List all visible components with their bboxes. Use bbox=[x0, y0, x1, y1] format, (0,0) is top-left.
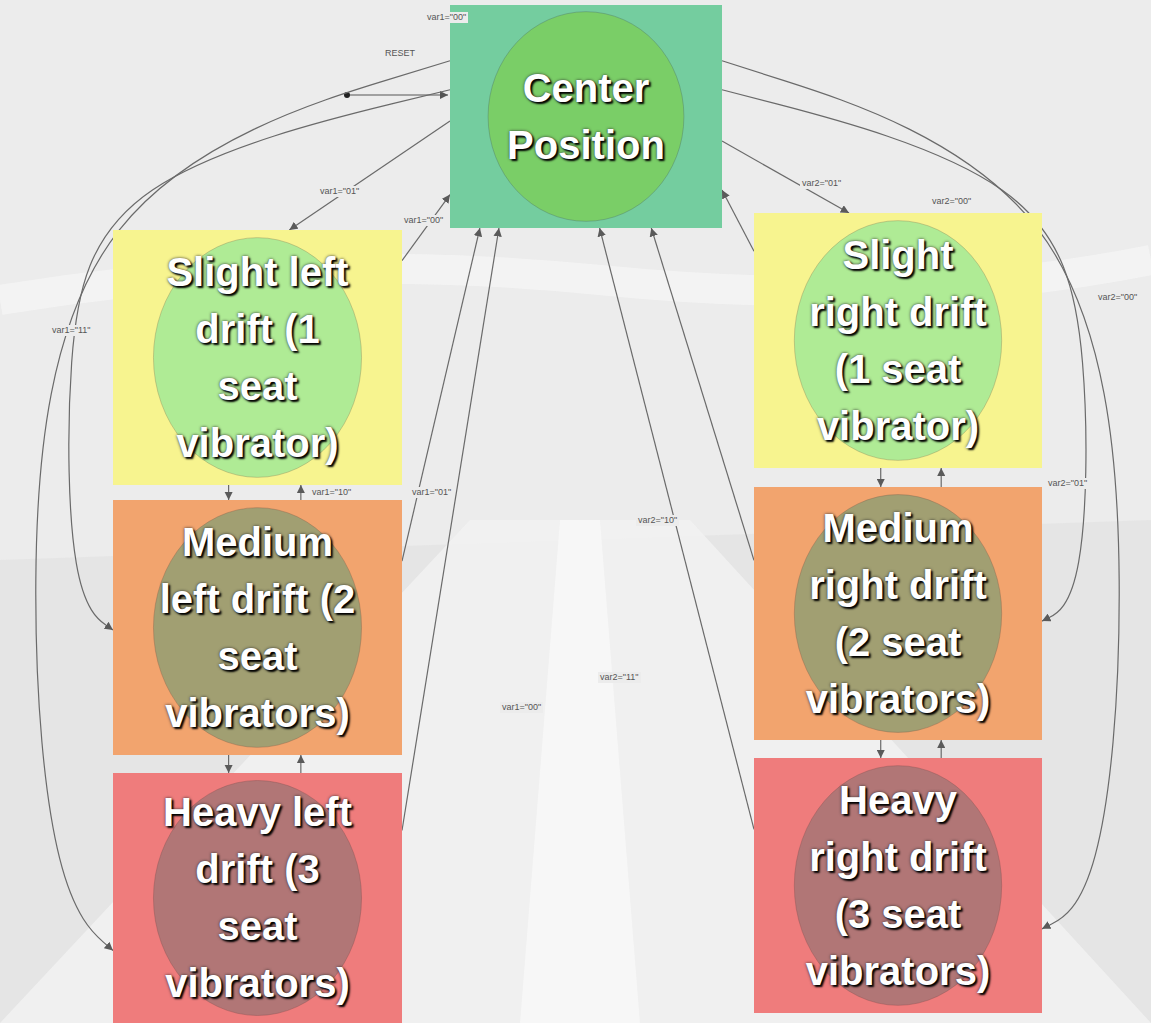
transition-arrow bbox=[600, 228, 754, 829]
transition-arrow bbox=[228, 755, 229, 773]
transition-condition: var2="01" bbox=[1046, 478, 1089, 489]
transition-arrow bbox=[941, 468, 942, 487]
transition-arrow bbox=[722, 190, 754, 251]
transition-condition: var2="11" bbox=[598, 672, 641, 683]
transition-condition: var1="10" bbox=[310, 487, 353, 498]
state-box: Slight left drift (1 seat vibrator) bbox=[113, 230, 402, 485]
transition-arrow bbox=[228, 485, 229, 500]
transition-condition: var2="01" bbox=[800, 178, 843, 189]
state-box: Medium right drift (2 seat vibrators) bbox=[754, 487, 1042, 740]
transition-condition: var2="10" bbox=[636, 515, 679, 526]
transition-arrow bbox=[651, 228, 754, 560]
transition-condition: var2="00" bbox=[1096, 292, 1139, 303]
state-label: Heavy right drift (3 seat vibrators) bbox=[796, 772, 1001, 1000]
transition-condition: var2="00" bbox=[930, 196, 973, 207]
transition-arrow bbox=[941, 740, 942, 758]
transition-arrow bbox=[289, 121, 450, 230]
state-label: Slight right drift (1 seat vibrator) bbox=[796, 227, 1001, 455]
transition-arrow bbox=[722, 141, 849, 213]
state-label: Center Position bbox=[484, 60, 689, 174]
transition-condition: var1="01" bbox=[410, 487, 453, 498]
transition-condition: RESET bbox=[383, 48, 417, 59]
transition-arrow bbox=[880, 740, 881, 758]
transition-arrow bbox=[300, 485, 301, 500]
transition-condition: var1="00" bbox=[402, 215, 445, 226]
transition-condition: var1="00" bbox=[500, 702, 543, 713]
transition-arrow bbox=[402, 228, 480, 561]
state-box: Slight right drift (1 seat vibrator) bbox=[754, 213, 1042, 468]
state-box: Center Position bbox=[450, 5, 722, 228]
transition-arrow bbox=[880, 468, 881, 487]
state-label: Heavy left drift (3 seat vibrators) bbox=[155, 784, 360, 1012]
transition-arrow bbox=[402, 195, 450, 261]
state-oval bbox=[450, 5, 722, 228]
state-box: Medium left drift (2 seat vibrators) bbox=[113, 500, 402, 755]
state-label: Medium left drift (2 seat vibrators) bbox=[155, 514, 360, 742]
transition-arrow bbox=[402, 228, 499, 831]
transition-arrow bbox=[300, 755, 301, 773]
transition-condition: var1="00" bbox=[425, 12, 468, 23]
state-label: Slight left drift (1 seat vibrator) bbox=[155, 244, 360, 472]
state-box: Heavy right drift (3 seat vibrators) bbox=[754, 758, 1042, 1013]
transition-condition: var1="11" bbox=[50, 325, 93, 336]
state-box: Heavy left drift (3 seat vibrators) bbox=[113, 773, 402, 1023]
state-label: Medium right drift (2 seat vibrators) bbox=[796, 500, 1001, 728]
transition-condition: var1="01" bbox=[318, 186, 361, 197]
